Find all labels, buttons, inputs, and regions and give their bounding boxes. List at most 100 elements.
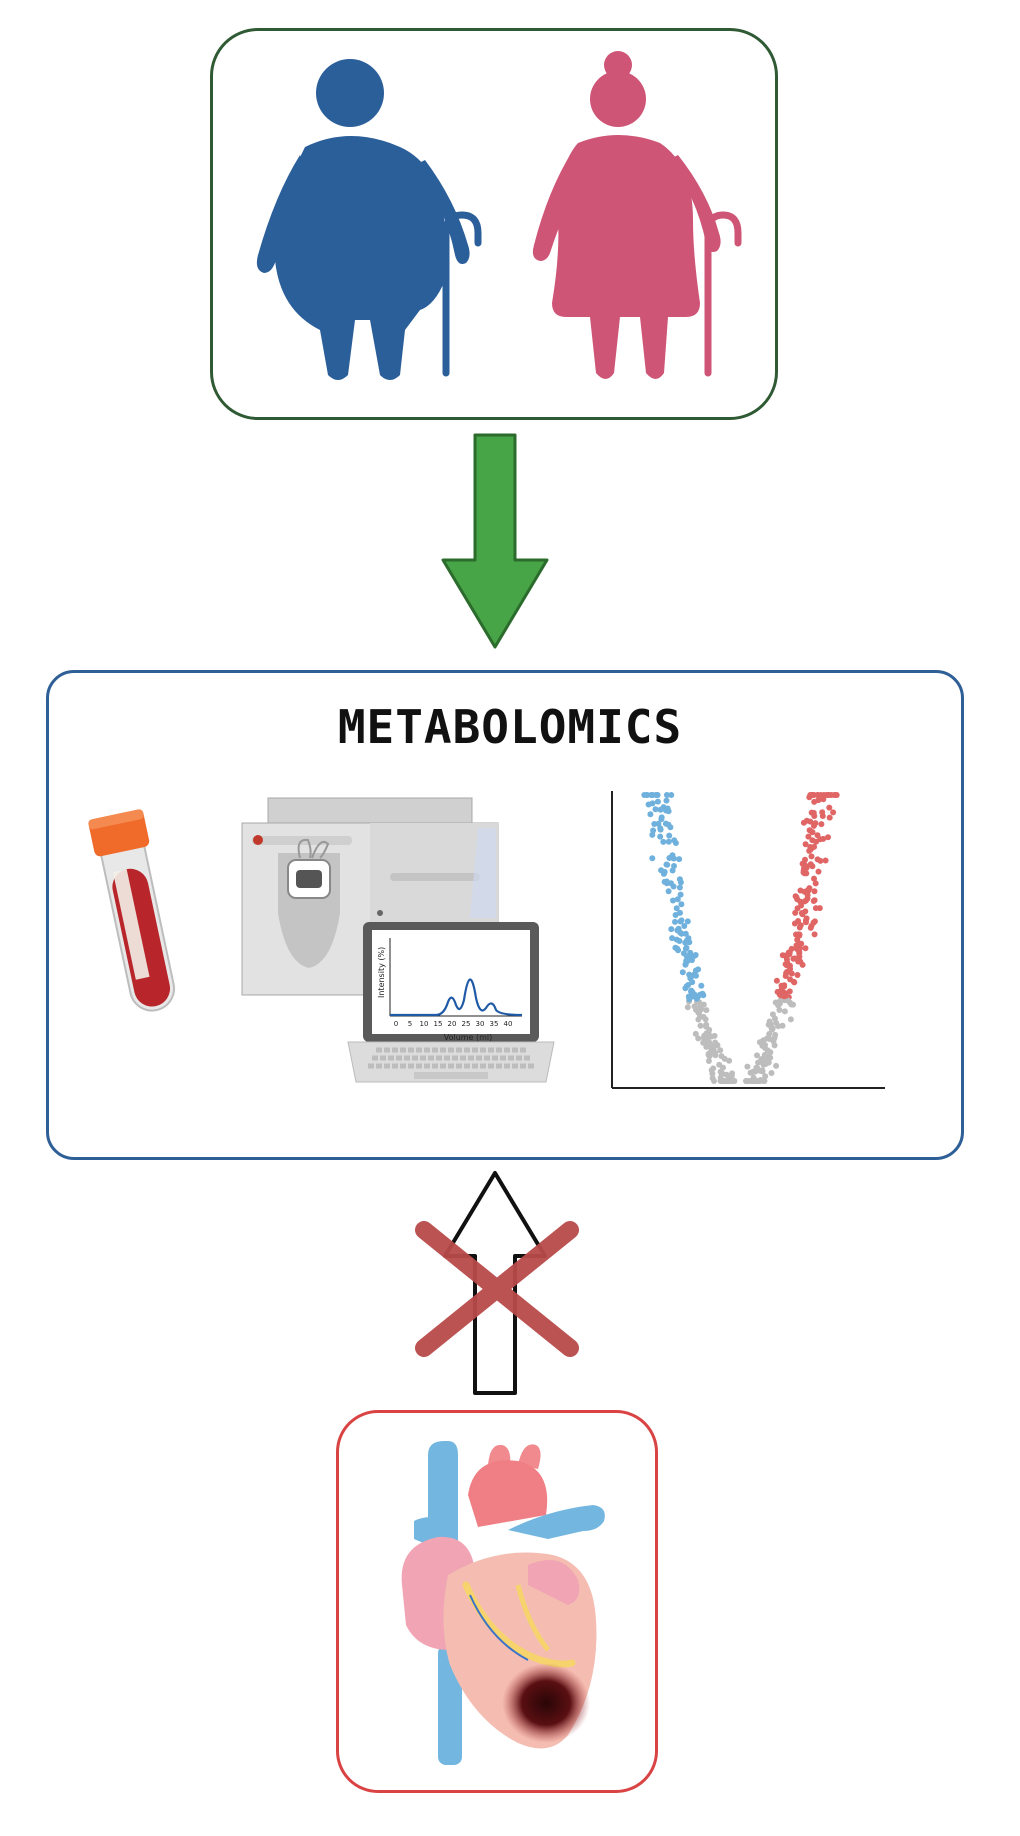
volcano-point bbox=[803, 870, 810, 877]
volcano-point bbox=[686, 996, 693, 1003]
volcano-point bbox=[779, 1022, 786, 1029]
volcano-point bbox=[767, 1054, 774, 1061]
volcano-point bbox=[798, 910, 805, 916]
volcano-point bbox=[670, 897, 676, 904]
volcano-point bbox=[781, 1008, 788, 1015]
volcano-point bbox=[819, 809, 826, 816]
volcano-point bbox=[729, 1070, 736, 1077]
volcano-point bbox=[708, 1033, 715, 1040]
volcano-point bbox=[663, 797, 670, 804]
volcano-point bbox=[665, 838, 672, 845]
up-arrow-crossed bbox=[415, 1171, 579, 1395]
volcano-point bbox=[811, 888, 818, 895]
volcano-point bbox=[677, 918, 684, 925]
volcano-point bbox=[717, 1047, 724, 1054]
volcano-point bbox=[655, 820, 662, 827]
volcano-point bbox=[753, 1064, 760, 1071]
volcano-point bbox=[692, 1030, 699, 1037]
elderly-obese-man-icon bbox=[256, 59, 482, 380]
volcano-point bbox=[701, 1037, 708, 1044]
volcano-point bbox=[816, 905, 823, 912]
volcano-point bbox=[686, 971, 693, 978]
volcano-point bbox=[649, 855, 656, 862]
volcano-point bbox=[791, 920, 798, 927]
volcano-point bbox=[697, 991, 703, 998]
volcano-point bbox=[762, 1073, 769, 1080]
volcano-point bbox=[761, 1043, 768, 1050]
volcano-point bbox=[673, 936, 680, 943]
volcano-point bbox=[786, 951, 793, 958]
volcano-point bbox=[772, 999, 779, 1006]
volcano-point bbox=[681, 923, 688, 929]
volcano-point bbox=[830, 809, 837, 816]
volcano-point bbox=[748, 1078, 755, 1084]
volcano-point bbox=[791, 955, 798, 962]
volcano-point bbox=[811, 897, 818, 904]
volcano-point bbox=[796, 945, 803, 952]
volcano-point bbox=[725, 1078, 732, 1084]
chromatogram-tick: 20 bbox=[448, 1020, 457, 1028]
volcano-point bbox=[811, 931, 818, 938]
volcano-point bbox=[794, 896, 801, 903]
volcano-point bbox=[687, 949, 694, 956]
volcano-point bbox=[817, 792, 824, 798]
volcano-point bbox=[643, 792, 650, 798]
chromatogram-tick: 15 bbox=[434, 1020, 443, 1028]
volcano-point bbox=[649, 831, 656, 838]
volcano-point bbox=[810, 822, 817, 829]
volcano-point bbox=[682, 945, 689, 952]
volcano-point bbox=[797, 958, 804, 965]
volcano-point bbox=[768, 1070, 775, 1076]
volcano-point bbox=[807, 844, 814, 850]
volcano-point bbox=[668, 926, 675, 933]
volcano-point bbox=[802, 917, 809, 924]
volcano-point bbox=[658, 814, 665, 821]
volcano-point bbox=[773, 977, 780, 984]
volcano-point bbox=[787, 965, 794, 972]
chromatogram-ylabel: Intensity (%) bbox=[377, 947, 386, 998]
volcano-point bbox=[822, 857, 829, 864]
volcano-point bbox=[802, 841, 809, 848]
volcano-point bbox=[684, 1004, 691, 1011]
volcano-point bbox=[663, 792, 670, 798]
volcano-point bbox=[799, 860, 806, 867]
volcano-point bbox=[815, 868, 822, 875]
volcano-point bbox=[669, 935, 676, 942]
volcano-point bbox=[712, 1039, 719, 1046]
volcano-point bbox=[648, 792, 655, 798]
volcano-point bbox=[706, 1053, 713, 1060]
volcano-point bbox=[817, 836, 824, 843]
volcano-point bbox=[817, 857, 824, 864]
volcano-point bbox=[705, 1058, 712, 1064]
volcano-point bbox=[794, 905, 801, 912]
volcano-point bbox=[805, 833, 812, 840]
volcano-point bbox=[812, 880, 819, 887]
volcano-point bbox=[776, 1007, 783, 1013]
volcano-point bbox=[660, 838, 667, 845]
volcano-point bbox=[653, 792, 660, 798]
volcano-point bbox=[811, 875, 817, 882]
volcano-point bbox=[677, 909, 683, 916]
volcano-point bbox=[797, 887, 804, 894]
volcano-point bbox=[779, 952, 786, 959]
volcano-point bbox=[708, 1067, 715, 1074]
volcano-point bbox=[717, 1074, 724, 1081]
volcano-point bbox=[796, 932, 803, 939]
volcano-point bbox=[668, 792, 675, 798]
volcano-point bbox=[647, 811, 654, 818]
volcano-point bbox=[767, 1022, 774, 1029]
volcano-point bbox=[696, 1004, 703, 1011]
volcano-point bbox=[744, 1063, 751, 1070]
volcano-point bbox=[790, 978, 797, 985]
chromatogram-tick: 25 bbox=[462, 1020, 471, 1028]
volcano-point bbox=[678, 901, 685, 908]
volcano-point bbox=[797, 922, 804, 929]
volcano-point bbox=[645, 801, 652, 808]
cross-icon bbox=[415, 1221, 579, 1357]
volcano-point bbox=[685, 935, 692, 942]
metabolomics-title: METABOLOMICS bbox=[337, 700, 683, 754]
volcano-point bbox=[674, 927, 681, 934]
volcano-point bbox=[682, 961, 689, 968]
